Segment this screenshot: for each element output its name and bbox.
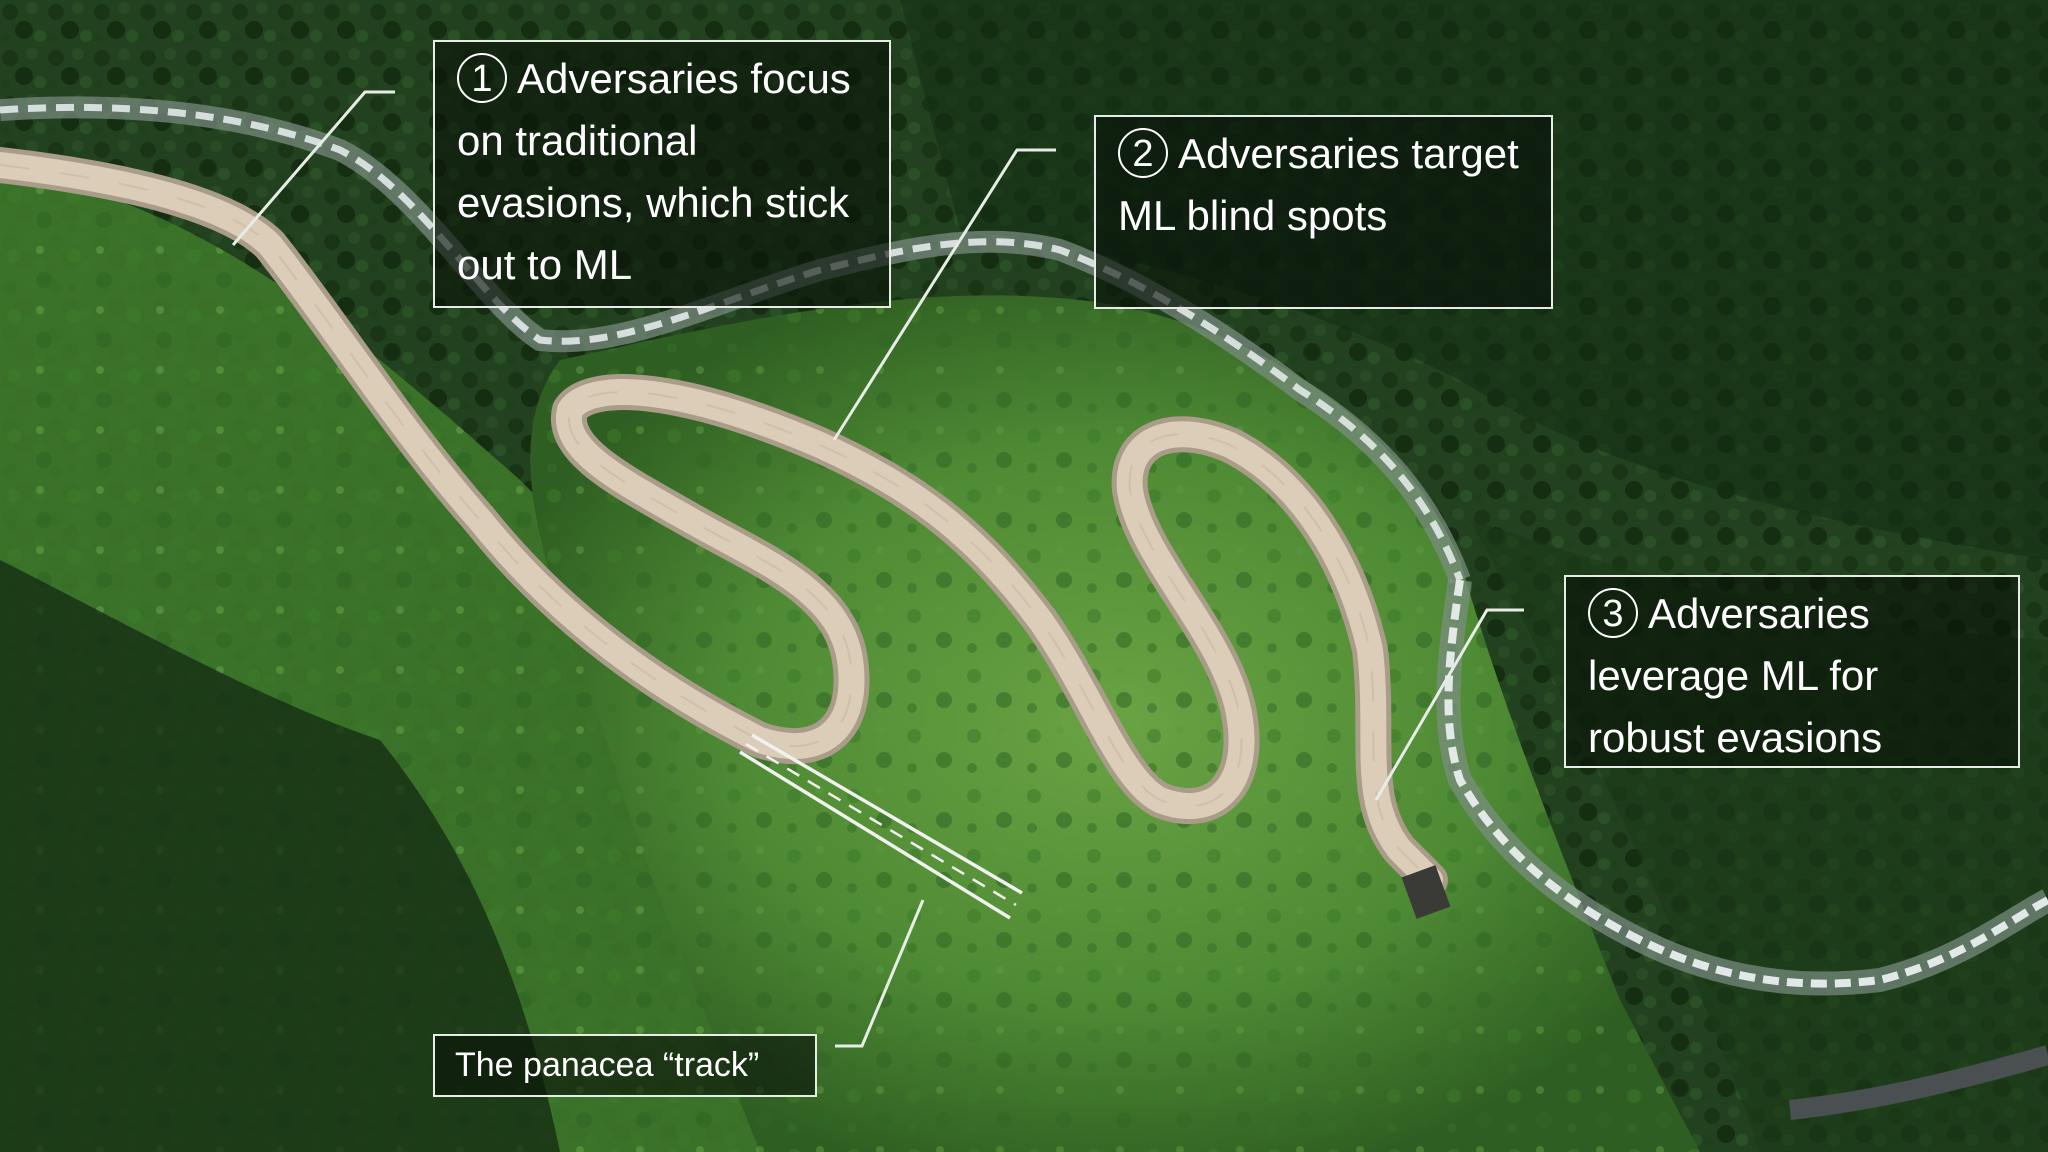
step-number-1-icon: 1 bbox=[457, 53, 507, 103]
leader-line-track bbox=[835, 899, 925, 1048]
step-number-3-icon: 3 bbox=[1588, 588, 1638, 638]
step-number-2-icon: 2 bbox=[1118, 128, 1168, 178]
track-label-text: The panacea “track” bbox=[455, 1046, 760, 1084]
callout-1-text: Adversaries focus on traditional evasion… bbox=[457, 55, 851, 288]
leader-line-3 bbox=[1374, 608, 1524, 801]
callout-3-text: Adversaries leverage ML for robust evasi… bbox=[1588, 590, 1883, 761]
panacea-track bbox=[739, 733, 1023, 920]
leader-line-2 bbox=[832, 148, 1056, 441]
track-label: The panacea “track” bbox=[433, 1034, 817, 1097]
callout-2-text: Adversaries target ML blind spots bbox=[1118, 130, 1519, 239]
leader-line-1 bbox=[231, 90, 395, 246]
